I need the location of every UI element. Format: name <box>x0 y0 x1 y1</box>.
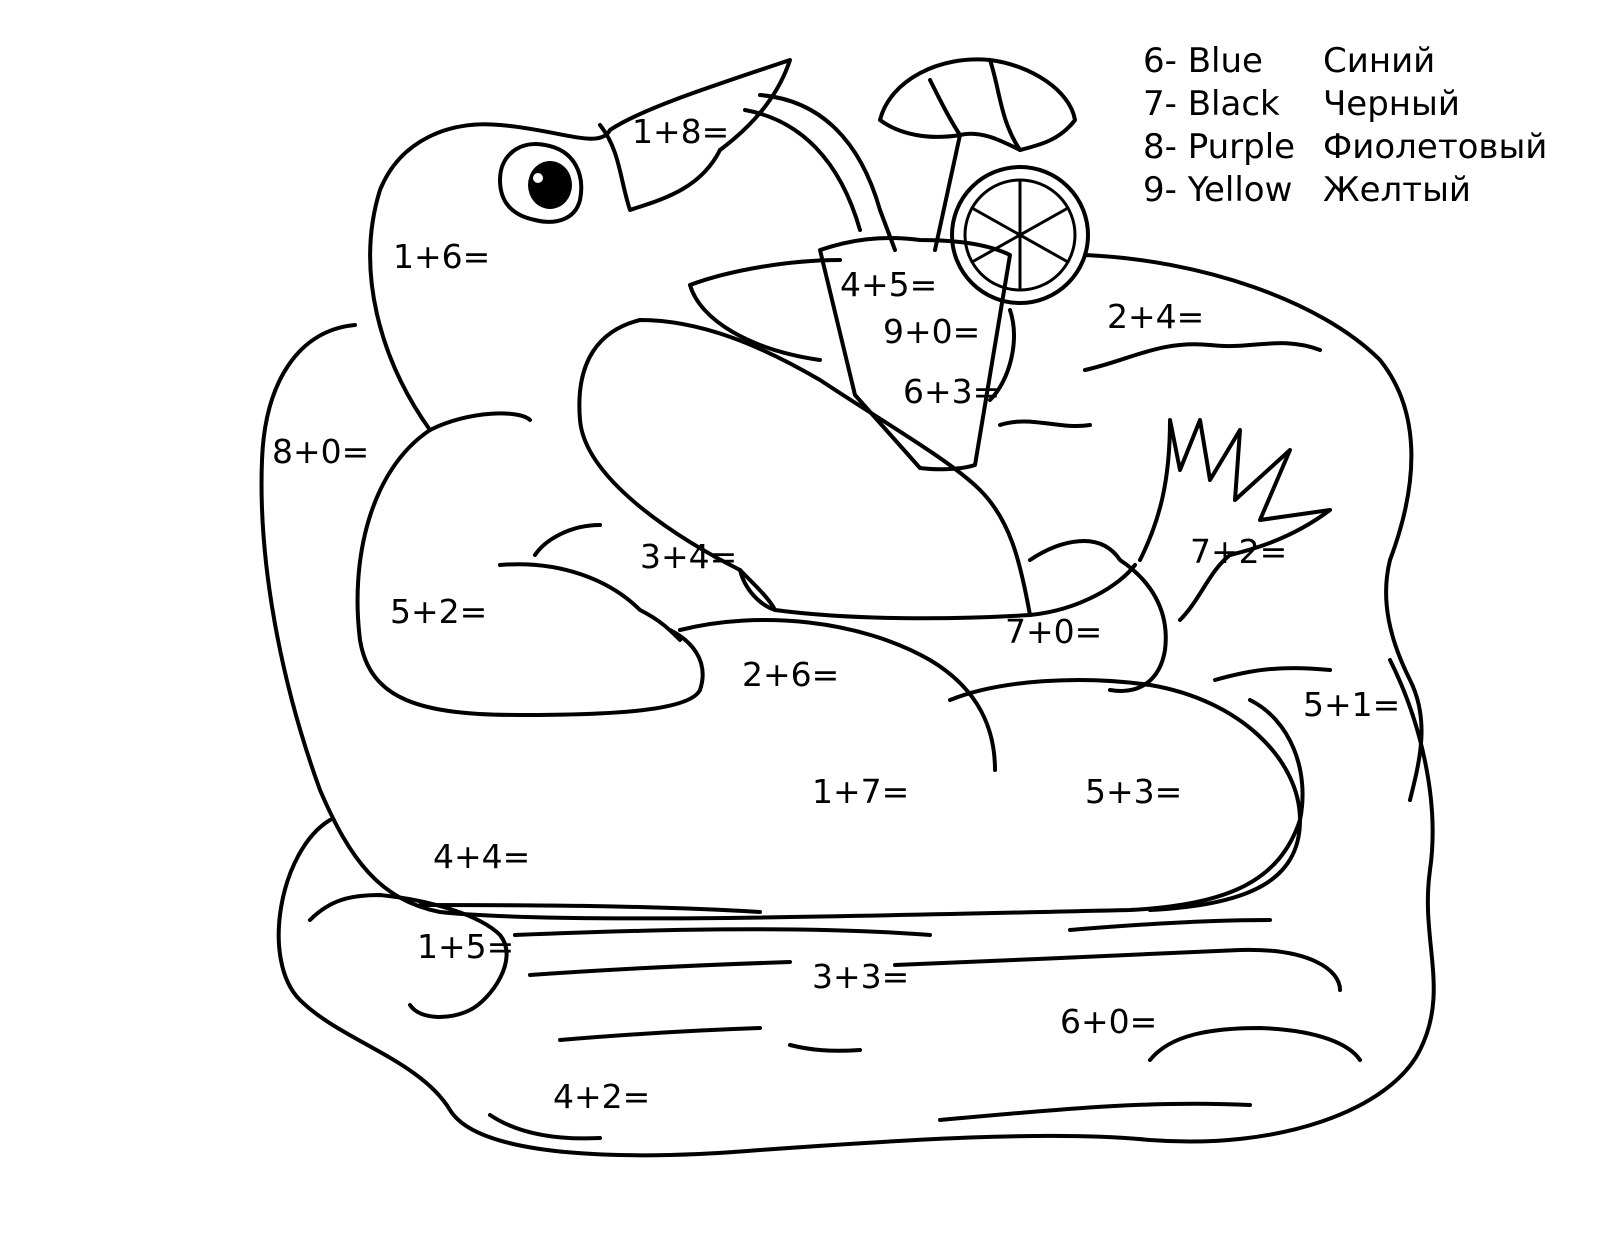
bird-head-outline <box>368 58 792 432</box>
bird-beak <box>598 123 722 212</box>
armchair-back-outline <box>259 323 1305 921</box>
equation-glass-middle: 9+0= <box>883 312 981 351</box>
equation-water-bottom: 4+2= <box>553 1077 651 1116</box>
drinking-straw <box>743 93 897 252</box>
equation-chair-front-middle: 1+7= <box>812 772 910 811</box>
equation-belly: 7+0= <box>1005 612 1103 651</box>
armchair-back-outline <box>1083 253 1424 802</box>
water-ripple <box>1068 918 1272 932</box>
legend-row-blue: 6- Blue Синий <box>1143 40 1547 83</box>
equation-wing-lower: 5+2= <box>390 592 488 631</box>
lemon-slice-outer <box>950 165 1090 305</box>
armchair-cushion <box>948 678 1302 912</box>
legend-row-black: 7- Black Черный <box>1143 83 1547 126</box>
equation-cushion-left: 8+0= <box>272 432 370 471</box>
umbrella-rib <box>928 78 962 137</box>
legend-number-label: 6- Blue <box>1143 41 1263 81</box>
legend-number-label: 8- Purple <box>1143 127 1296 167</box>
umbrella-rib <box>988 58 1022 152</box>
cocktail-umbrella <box>878 57 1077 152</box>
equation-cushion-top-right: 2+4= <box>1107 297 1205 336</box>
water-puddle-outline <box>276 658 1436 1158</box>
equation-feather-tail: 7+2= <box>1190 532 1288 571</box>
water-ripple <box>938 1101 1252 1122</box>
water-ripple <box>788 1043 862 1053</box>
water-ripple <box>528 960 792 977</box>
armchair-armrest <box>678 618 997 772</box>
drink-glass <box>818 236 1012 472</box>
water-ripple <box>893 947 1342 992</box>
water-ripple <box>418 903 762 914</box>
chair-pattern <box>1083 341 1322 372</box>
equation-chair-front-right: 5+3= <box>1085 772 1183 811</box>
bird-eye-outline <box>498 142 584 224</box>
equation-head: 1+6= <box>393 237 491 276</box>
color-legend: 6- Blue Синий 7- Black Черный 8- Purple … <box>1143 40 1547 212</box>
water-ripple <box>513 927 932 937</box>
bird-body <box>577 318 1032 621</box>
glass-beak-contact <box>688 283 822 362</box>
legend-row-yellow: 9- Yellow Желтый <box>1143 169 1547 212</box>
armchair-armrest-left <box>355 428 705 717</box>
bird-neck <box>428 411 532 432</box>
bird-foot <box>1028 563 1137 617</box>
legend-russian-label: Синий <box>1323 41 1436 81</box>
bird-belly-curve <box>738 568 777 612</box>
equation-water-right: 6+0= <box>1060 1002 1158 1041</box>
chair-pattern <box>1213 666 1332 682</box>
chair-pattern <box>988 308 1016 402</box>
umbrella-stick <box>933 133 962 252</box>
bird-wing <box>498 562 682 642</box>
legend-row-purple: 8- Purple Фиолетовый <box>1143 126 1547 169</box>
legend-russian-label: Черный <box>1323 84 1460 124</box>
equation-water-middle: 3+3= <box>812 957 910 996</box>
bird-leg <box>1028 539 1168 693</box>
water-ripple <box>1148 1026 1362 1062</box>
equation-wing-upper: 3+4= <box>640 537 738 576</box>
bird-eye-highlight <box>533 173 543 183</box>
equation-chair-right: 5+1= <box>1303 685 1401 724</box>
tail-feathers <box>1138 418 1332 622</box>
lemon-segments <box>970 178 1070 292</box>
equation-chair-front-left: 4+4= <box>433 837 531 876</box>
water-ripple <box>308 893 509 1019</box>
water-ripple <box>488 1113 602 1141</box>
bird-wing-tip <box>533 523 602 557</box>
glass-liquid-line <box>688 258 842 287</box>
legend-russian-label: Желтый <box>1323 170 1472 210</box>
chair-pattern <box>998 419 1092 428</box>
legend-number-label: 7- Black <box>1143 84 1280 124</box>
equation-water-left: 1+5= <box>417 927 515 966</box>
equation-beak: 1+8= <box>632 112 730 151</box>
equation-arm-rest: 2+6= <box>742 655 840 694</box>
equation-glass-bottom: 6+3= <box>903 372 1001 411</box>
legend-number-label: 9- Yellow <box>1143 170 1293 210</box>
bird-pupil <box>528 161 572 209</box>
equation-glass-top: 4+5= <box>840 265 938 304</box>
water-ripple <box>558 1026 762 1042</box>
legend-russian-label: Фиолетовый <box>1323 127 1548 167</box>
